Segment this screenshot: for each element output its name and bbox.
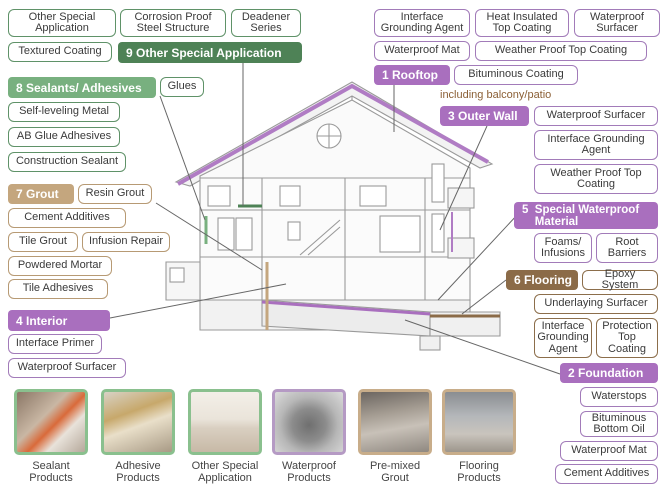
ab-glue-adhesives-tag: AB Glue Adhesives: [8, 127, 120, 147]
weather-proof-top-coating-roof-tag: Weather Proof Top Coating: [475, 41, 647, 61]
construction-sealant-tag: Construction Sealant: [8, 152, 126, 172]
waterproof-roll-photo: [272, 389, 346, 455]
other-special-application-tag: Other Special Application: [8, 9, 116, 37]
special-waterproof-material-header: 5 Special Waterproof Material: [514, 202, 658, 229]
infusion-repair-tag: Infusion Repair: [82, 232, 170, 252]
living-room-photo: [188, 389, 262, 455]
adhesive-pour-photo: [101, 389, 175, 455]
waterproof-surfacer-wall-tag: Waterproof Surfacer: [534, 106, 658, 126]
cement-additives-tag: Cement Additives: [8, 208, 126, 228]
bituminous-coating-tag: Bituminous Coating: [454, 65, 578, 85]
outer-wall-note: including balcony/patio: [440, 89, 552, 101]
deadener-series-tag: Deadener Series: [231, 9, 301, 37]
resin-grout-tag: Resin Grout: [78, 184, 152, 204]
root-barriers-tag: Root Barriers: [596, 233, 658, 263]
bituminous-bottom-oil-tag: Bituminous Bottom Oil: [580, 411, 658, 437]
waterproof-surfacer-interior-tag: Waterproof Surfacer: [8, 358, 126, 378]
waterproof-mat-foundation-tag: Waterproof Mat: [560, 441, 658, 461]
foundation-header: 2 Foundation: [560, 363, 658, 383]
underlaying-surfacer-tag: Underlaying Surfacer: [534, 294, 658, 314]
outer-wall-header: 3 Outer Wall: [440, 106, 529, 126]
cement-additives-foundation-tag: Cement Additives: [555, 464, 658, 484]
adhesive-products-caption: Adhesive Products: [115, 460, 161, 484]
rooftop-header: 1 Rooftop: [374, 65, 450, 85]
waterproof-mat-roof-tag: Waterproof Mat: [374, 41, 470, 61]
pre-mixed-grout-caption: Pre-mixed Grout: [369, 460, 421, 484]
sealants-adhesives-header: 8 Sealants/ Adhesives: [8, 77, 156, 98]
corrosion-proof-tag: Corrosion Proof Steel Structure: [120, 9, 226, 37]
interface-primer-tag: Interface Primer: [8, 334, 102, 354]
powdered-mortar-tag: Powdered Mortar: [8, 256, 112, 276]
waterproof-products-caption: Waterproof Products: [281, 460, 336, 484]
interface-grounding-agent-roof-tag: Interface Grounding Agent: [374, 9, 470, 37]
other-special-application-header: 9 Other Special Application: [118, 42, 302, 63]
textured-coating-tag: Textured Coating: [8, 42, 112, 62]
interface-grounding-agent-wall-tag: Interface Grounding Agent: [534, 130, 658, 160]
weather-proof-top-coating-wall-tag: Weather Proof Top Coating: [534, 164, 658, 194]
waterproof-surfacer-roof-tag: Waterproof Surfacer: [574, 9, 660, 37]
self-leveling-metal-tag: Self-leveling Metal: [8, 102, 120, 122]
grout-photo: [358, 389, 432, 455]
flooring-photo: [442, 389, 516, 455]
flooring-products-caption: Flooring Products: [457, 460, 501, 484]
interior-header: 4 Interior: [8, 310, 110, 331]
protection-top-coating-tag: Protection Top Coating: [596, 318, 658, 358]
sealant-gun-photo: [14, 389, 88, 455]
sealant-products-caption: Sealant Products: [29, 460, 73, 484]
heat-insulated-top-coating-tag: Heat Insulated Top Coating: [475, 9, 569, 37]
interface-grounding-agent-floor-tag: Interface Grounding Agent: [534, 318, 592, 358]
epoxy-system-tag: Epoxy System: [582, 268, 658, 291]
foams-infusions-tag: Foams/ Infusions: [534, 233, 592, 263]
tile-grout-tag: Tile Grout: [8, 232, 78, 252]
waterstops-tag: Waterstops: [580, 387, 658, 407]
grout-header: 7 Grout: [8, 184, 74, 204]
glues-tag: Glues: [160, 77, 204, 97]
flooring-header: 6 Flooring: [506, 270, 578, 290]
tile-adhesives-tag: Tile Adhesives: [8, 279, 108, 299]
other-special-application-caption: Other Special Application: [191, 460, 259, 484]
